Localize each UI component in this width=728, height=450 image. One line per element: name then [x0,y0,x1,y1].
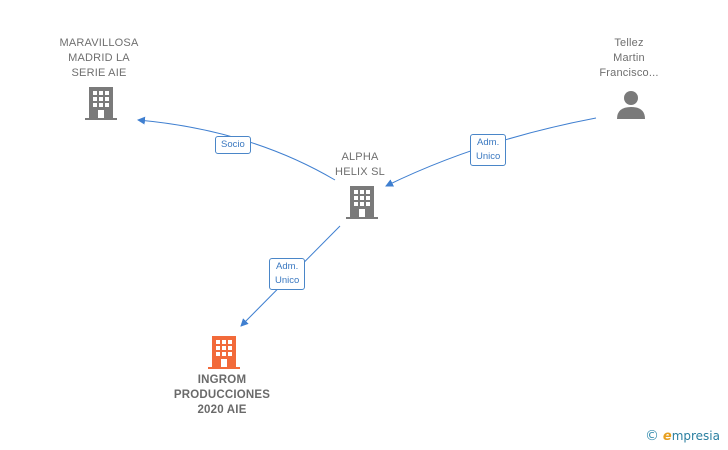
node-label-tellez[interactable]: Tellez Martin Francisco... [599,37,659,79]
edge-label-adm-ingrom: Adm. Unico [269,258,306,290]
building-icon[interactable] [208,334,240,370]
person-icon[interactable] [615,89,647,121]
copyright-icon: © [645,428,660,444]
empresia-watermark[interactable]: © empresia [645,428,720,444]
brand-initial: e [662,429,672,444]
brand-name: mpresia [671,429,720,443]
node-label-alpha[interactable]: ALPHA HELIX SL [335,151,385,178]
building-icon[interactable] [346,184,378,220]
node-label-ingrom[interactable]: INGROM PRODUCCIONES 2020 AIE [173,374,271,416]
edge-label-adm-tellez: Adm. Unico [470,134,507,166]
edge-label-socio: Socio [215,136,251,154]
node-label-maravillosa[interactable]: MARAVILLOSA MADRID LA SERIE AIE [59,37,139,79]
building-icon[interactable] [85,85,117,121]
